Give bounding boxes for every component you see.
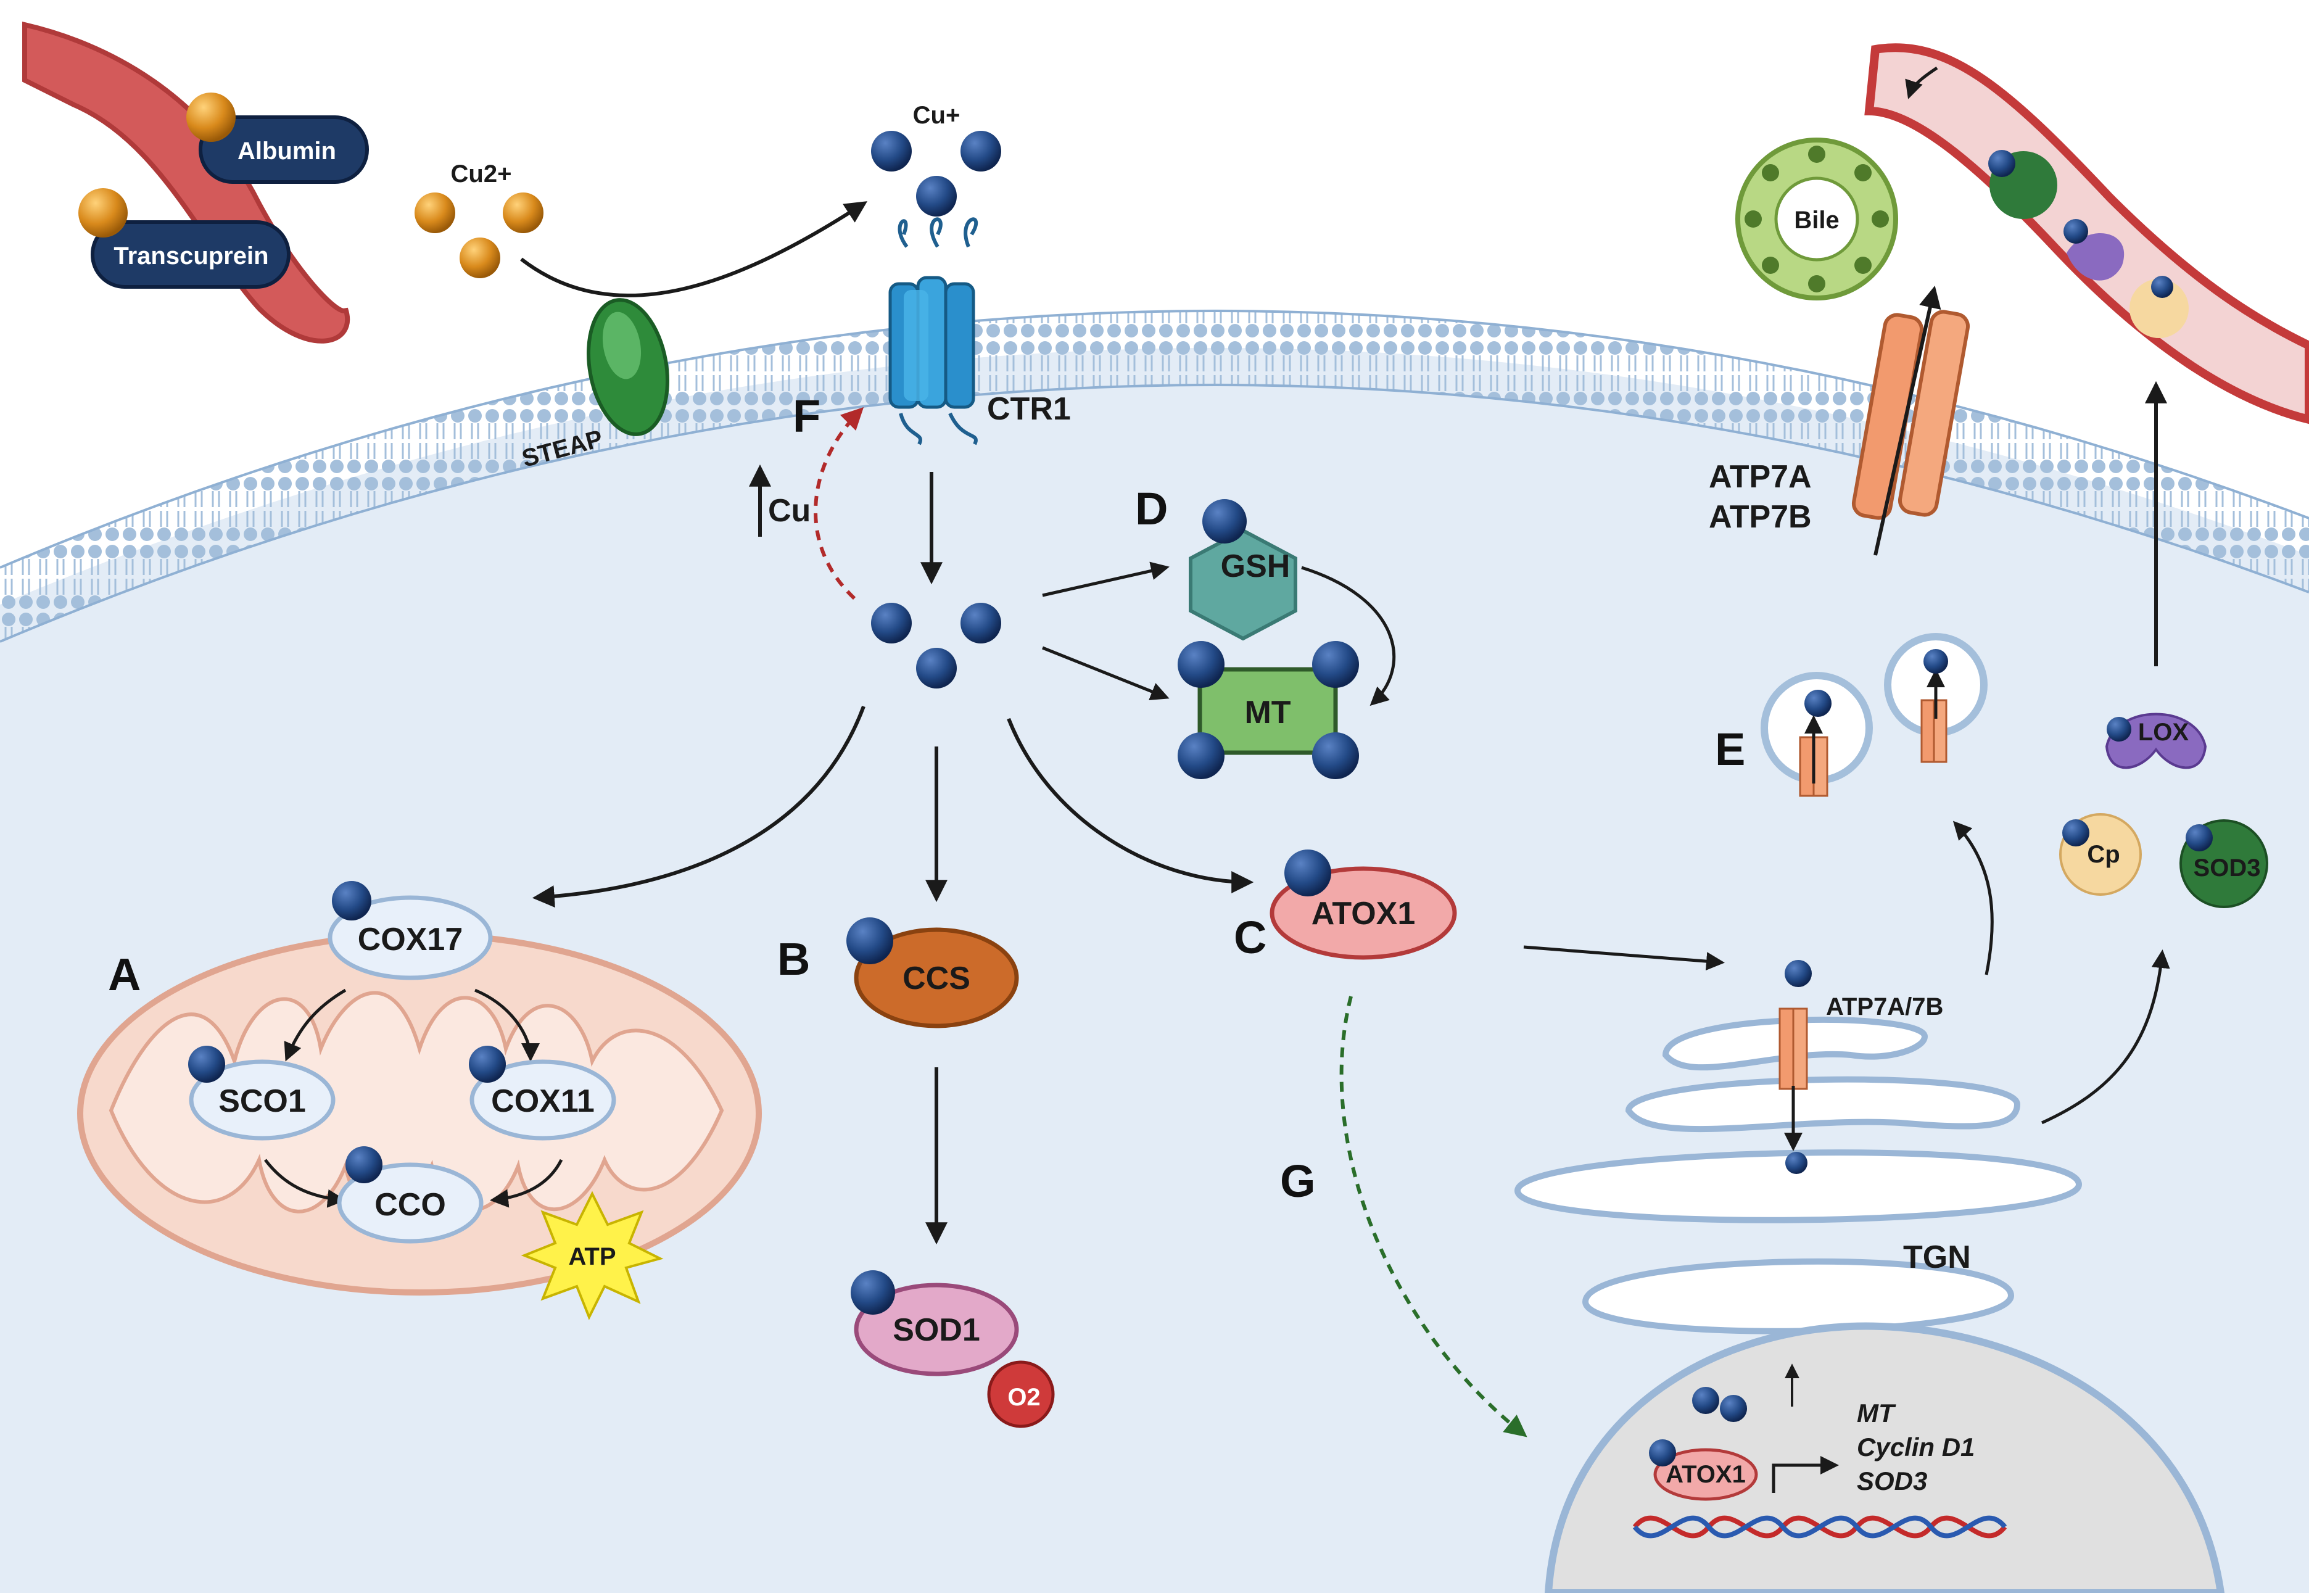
atp7-golgi-transporter [1778, 960, 1812, 1174]
cu1-ion [1202, 499, 1247, 544]
label-b: B [777, 933, 810, 985]
cu1-ion [916, 648, 957, 688]
metallothionein [1178, 641, 1359, 779]
arrow-to-cox17 [532, 705, 865, 908]
arrow-to-atox1 [1007, 717, 1254, 893]
gsh-to-mt-arrow [1301, 566, 1396, 706]
nuclear-atox1 [1649, 1439, 1758, 1501]
ctr1-transporter [888, 217, 978, 445]
gene-mt: MT [1857, 1399, 1896, 1428]
label-f: F [793, 391, 820, 442]
gsh-label: GSH [1221, 548, 1291, 584]
cu2-ion [503, 192, 543, 233]
cu2-ion [415, 192, 455, 233]
superoxide-label: O2 [1007, 1384, 1040, 1411]
gene-sod3: SOD3 [1857, 1466, 1927, 1495]
feedback-arrow [814, 407, 864, 600]
sod1-enzyme [851, 1270, 1019, 1376]
sco1-label: SCO1 [218, 1083, 306, 1119]
lox-enzyme [2105, 713, 2207, 769]
ccs-label: CCS [903, 961, 970, 996]
cu1-ion [960, 131, 1001, 172]
ceruloplasmin [2059, 813, 2142, 896]
label-c: C [1234, 912, 1266, 963]
cu2-label: Cu2+ [451, 160, 512, 188]
atp-burst [521, 1191, 664, 1320]
nuclear-copper [1692, 1363, 1799, 1422]
cco-complex [337, 1146, 484, 1244]
cu1-ion [916, 176, 957, 217]
superoxide-radical [987, 1360, 1055, 1428]
transcription-arrow [1772, 1456, 1839, 1493]
plasma-membrane [0, 310, 2309, 642]
cox17-chaperone [328, 881, 493, 980]
cox17-label: COX17 [358, 922, 463, 957]
lox-label: LOX [2138, 719, 2189, 746]
bloodstream-proteins [1988, 150, 2189, 338]
atox1-label: ATOX1 [1311, 896, 1416, 932]
atox1-nuc-label: ATOX1 [1666, 1461, 1746, 1488]
cp-label: Cp [2087, 841, 2120, 868]
nuclear-translocation-arrow [1339, 996, 1527, 1437]
atp7-golgi-label: ATP7A/7B [1826, 993, 1943, 1020]
bile-canaliculus [1735, 138, 1898, 300]
atp-label: ATP [568, 1243, 616, 1270]
dna-helix [1632, 1515, 2007, 1539]
trans-golgi-network [1514, 1017, 2083, 1334]
cu-up-label: Cu [768, 493, 811, 529]
atox1-chaperone [1270, 850, 1457, 960]
blood-vessel-right [1864, 43, 2309, 424]
vesicle-2 [1884, 633, 1988, 763]
cox11-label: COX11 [491, 1083, 595, 1119]
cu2-ion [460, 238, 500, 278]
transcuprein-label: Transcuprein [114, 242, 268, 270]
steap-reductase [587, 298, 669, 436]
sco1-chaperone [188, 1046, 336, 1141]
sod3-label: SOD3 [2194, 854, 2261, 882]
vesicle-1 [1761, 672, 1873, 797]
gsh-molecule [1189, 528, 1297, 641]
bile-label: Bile [1794, 207, 1839, 234]
arrow-to-vesicles [1952, 821, 1994, 975]
label-e: E [1715, 724, 1745, 775]
cu-plus-label: Cu+ [913, 102, 960, 129]
ctr1-label: CTR1 [987, 391, 1071, 427]
cox11-chaperone [469, 1046, 616, 1141]
cu1-ion [960, 603, 1001, 643]
sod3-enzyme [2179, 819, 2268, 908]
arrow-to-secreted-enzymes [2041, 949, 2170, 1125]
cco-label: CCO [374, 1187, 446, 1223]
label-a: A [108, 949, 141, 1000]
atp7b-label: ATP7B [1709, 499, 1812, 535]
label-g: G [1280, 1156, 1316, 1207]
ccs-chaperone [846, 917, 1019, 1028]
reduction-arrow [520, 201, 868, 297]
albumin-label: Albumin [238, 138, 336, 165]
mt-label: MT [1244, 695, 1291, 730]
tgn-label: TGN [1903, 1239, 1971, 1275]
gene-cyclin-d1: Cyclin D1 [1857, 1433, 1975, 1462]
albumin-carrier: Albumin [186, 93, 369, 184]
cu1-ion [871, 131, 912, 172]
transcuprein-carrier: Transcuprein [78, 188, 291, 289]
atp7-exporter [1851, 310, 1970, 520]
sod1-label: SOD1 [893, 1312, 980, 1348]
label-d: D [1135, 483, 1168, 534]
atp7a-label: ATP7A [1709, 459, 1812, 495]
cu1-ion [871, 603, 912, 643]
